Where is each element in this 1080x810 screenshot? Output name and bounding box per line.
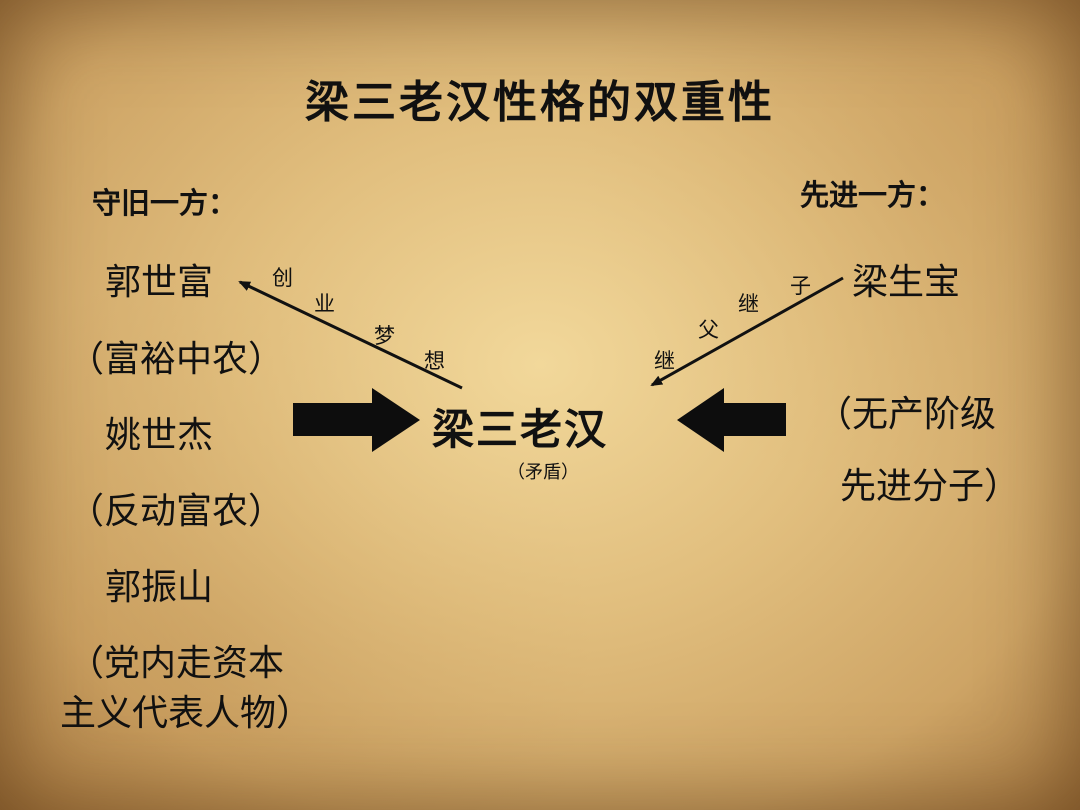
- right-heading: 先进一方：: [800, 178, 946, 212]
- left-arrow-word-4: 想: [424, 349, 445, 373]
- left-line-1: 郭世富: [105, 262, 214, 303]
- right-block-arrow: [677, 388, 786, 452]
- right-line-2: （无产阶级: [816, 394, 997, 435]
- center-note: （矛盾）: [507, 462, 579, 483]
- left-arrow-word-1: 创: [272, 266, 293, 290]
- left-arrow-word-3: 梦: [374, 324, 395, 348]
- slide-title: 梁三老汉性格的双重性: [305, 77, 775, 128]
- right-diagonal-arrow: [650, 276, 844, 387]
- right-arrow-word-1: 子: [790, 274, 811, 298]
- right-arrow-word-2: 继: [738, 292, 759, 316]
- right-line-3: 先进分子）: [840, 466, 1021, 507]
- right-line-1: 梁生宝: [852, 262, 961, 303]
- left-arrow-word-2: 业: [314, 292, 335, 316]
- center-label: 梁三老汉: [432, 405, 609, 454]
- left-diagonal-arrow: [238, 280, 463, 390]
- right-arrow-word-3: 父: [698, 318, 719, 342]
- left-line-3: 姚世杰: [105, 415, 214, 456]
- left-heading: 守旧一方：: [92, 186, 238, 220]
- left-line-2: （富裕中农）: [68, 339, 285, 380]
- left-line-6: （党内走资本: [68, 643, 285, 684]
- right-arrow-word-4: 继: [654, 349, 675, 373]
- left-line-5: 郭振山: [105, 567, 214, 608]
- left-line-4: （反动富农）: [68, 491, 285, 532]
- left-line-7: 主义代表人物）: [60, 693, 313, 734]
- left-block-arrow: [293, 388, 420, 452]
